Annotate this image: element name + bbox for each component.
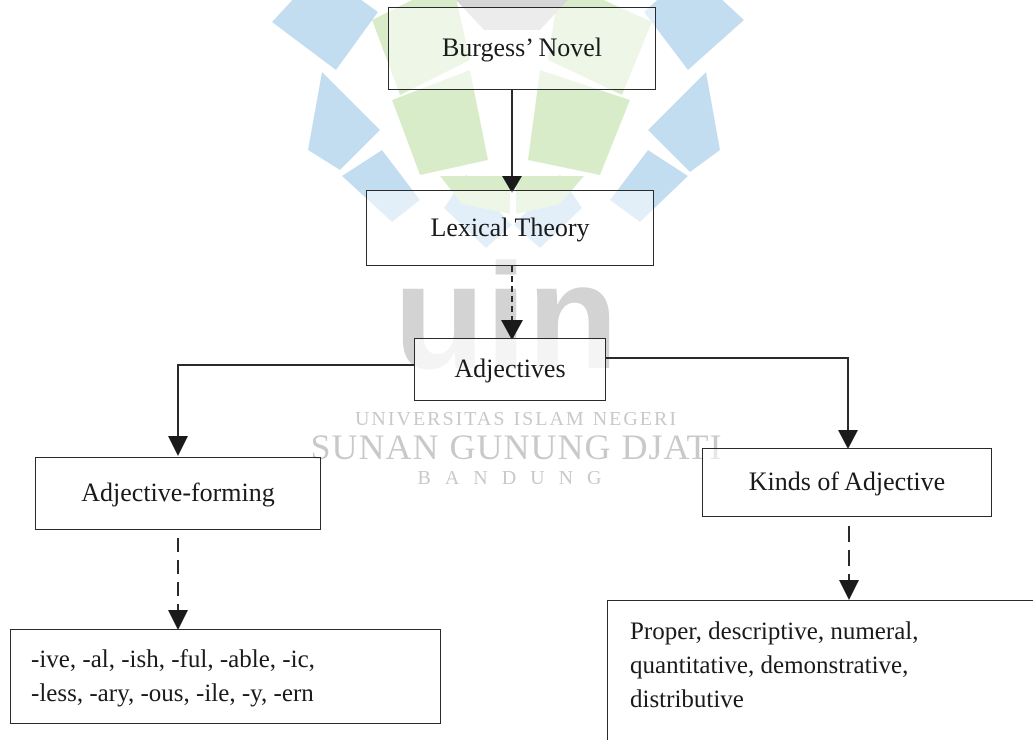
node-adjective-forming: Adjective-forming <box>35 457 321 530</box>
edge-adjectives-to-forming <box>177 364 414 438</box>
node-lexical-theory-label: Lexical Theory <box>430 212 590 242</box>
logo-petal <box>528 70 630 175</box>
node-suffixes-label: -ive, -al, -ish, -ful, -able, -ic, -less… <box>31 645 315 707</box>
node-kinds-of-adjective: Kinds of Adjective <box>702 448 992 517</box>
arrowhead-icon <box>502 176 522 193</box>
node-burgess-novel-label: Burgess’ Novel <box>441 33 603 63</box>
node-burgess-novel: Burgess’ Novel <box>388 7 656 90</box>
node-lexical-theory: Lexical Theory <box>366 190 654 266</box>
node-adjectives: Adjectives <box>414 338 606 401</box>
logo-petal <box>392 70 488 175</box>
edge-adjectives-to-kinds <box>606 357 849 432</box>
arrowhead-icon <box>501 320 523 340</box>
node-adjective-forming-label: Adjective-forming <box>81 478 275 508</box>
arrowhead-icon <box>168 436 188 456</box>
arrowhead-icon <box>839 580 859 600</box>
logo-petal <box>308 72 380 170</box>
node-kinds-list: Proper, descriptive, numeral, quantitati… <box>607 600 1033 740</box>
logo-petal <box>644 0 744 70</box>
arrowhead-icon <box>838 430 858 449</box>
node-kinds-list-label: Proper, descriptive, numeral, quantitati… <box>630 618 919 713</box>
logo-petal <box>272 0 378 70</box>
arrowhead-icon <box>168 610 188 630</box>
node-adjectives-label: Adjectives <box>454 354 566 384</box>
watermark-line-3: BANDUNG <box>417 467 616 489</box>
node-kinds-of-adjective-label: Kinds of Adjective <box>748 467 946 497</box>
logo-petal <box>648 72 720 172</box>
node-suffixes: -ive, -al, -ish, -ful, -able, -ic, -less… <box>10 629 441 724</box>
watermark-line-2: SUNAN GUNUNG DJATI <box>310 427 723 467</box>
watermark-line-1: UNIVERSITAS ISLAM NEGERI <box>354 408 679 430</box>
